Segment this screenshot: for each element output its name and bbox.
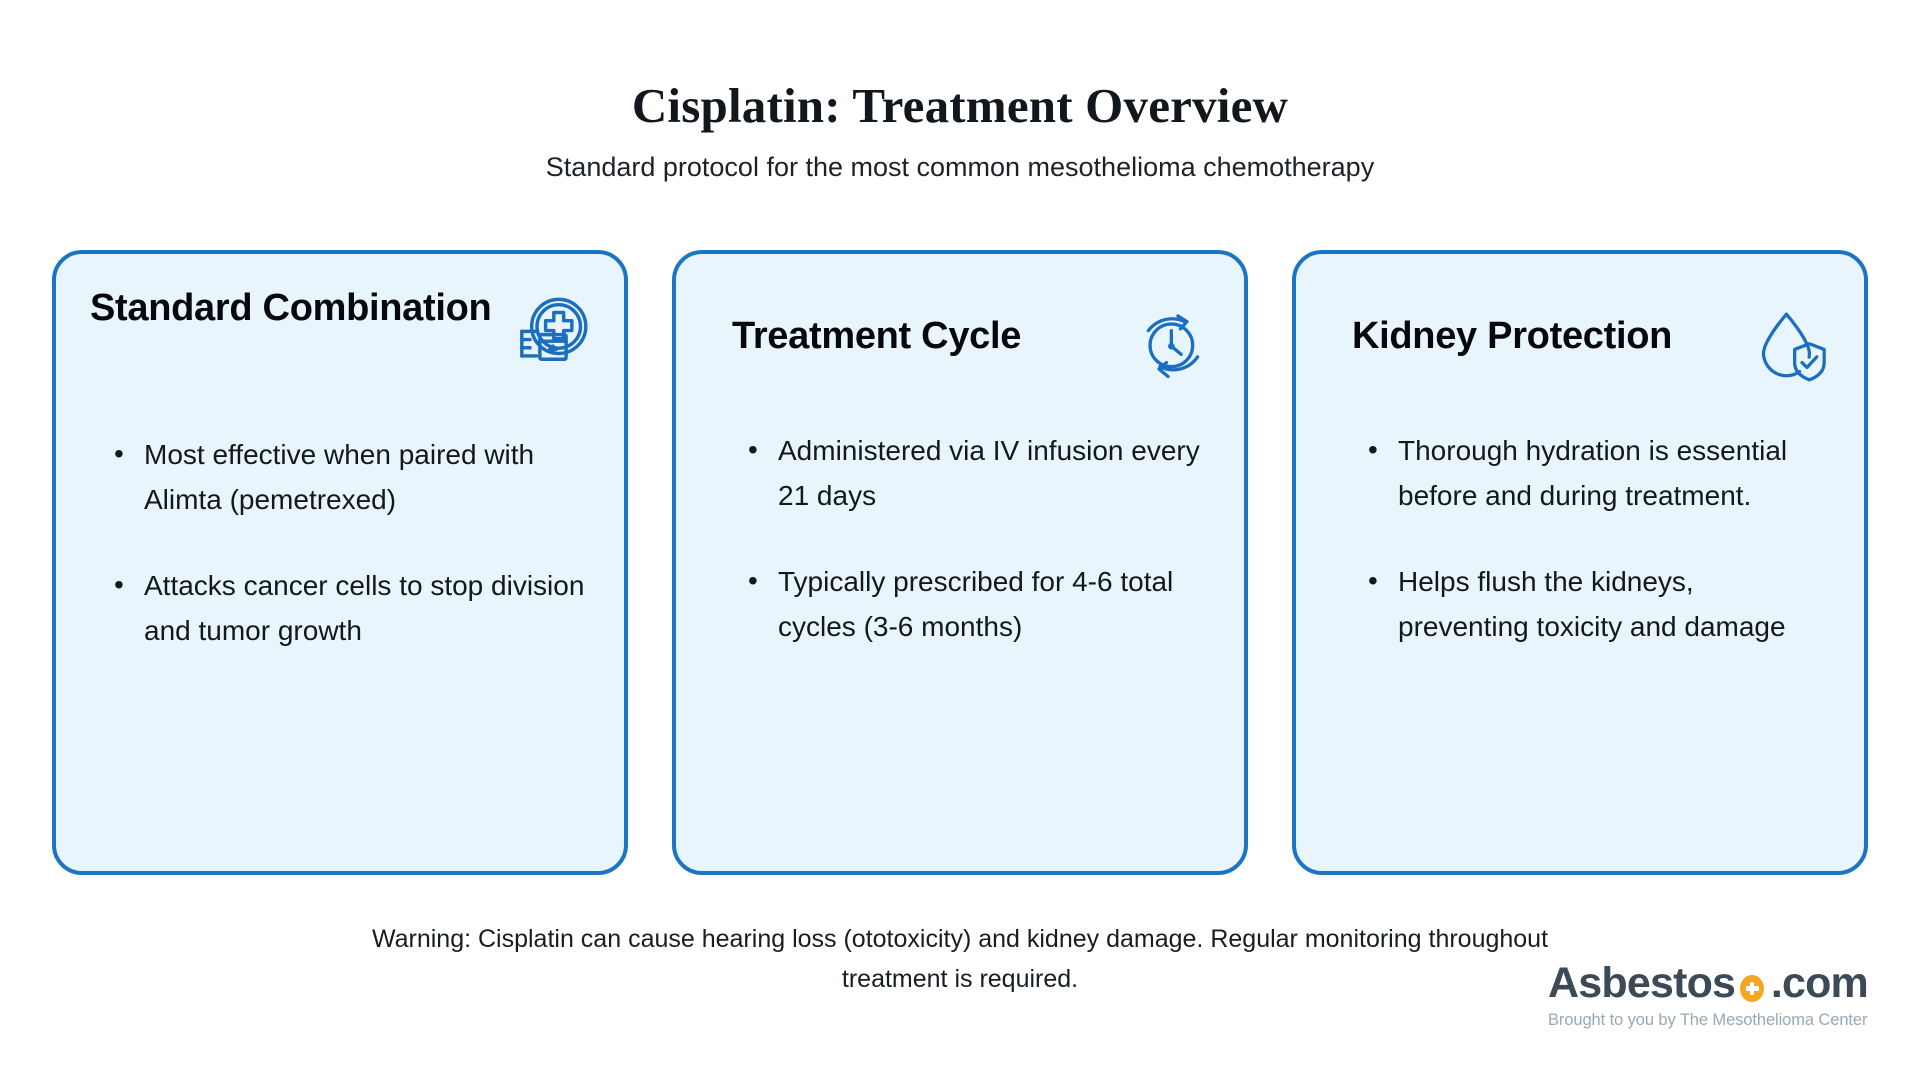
logo-tagline: Brought to you by The Mesothelioma Cente… bbox=[1548, 1011, 1868, 1029]
card-header: Kidney Protection bbox=[1330, 284, 1830, 402]
card-bullet-list: Thorough hydration is essential before a… bbox=[1330, 427, 1830, 650]
header: Cisplatin: Treatment Overview Standard p… bbox=[0, 0, 1920, 184]
card-bullet-list: Administered via IV infusion every 21 da… bbox=[710, 427, 1210, 650]
warning-note: Warning: Cisplatin can cause hearing los… bbox=[371, 925, 1549, 993]
list-item: Typically prescribed for 4-6 total cycle… bbox=[746, 558, 1210, 650]
list-item: Thorough hydration is essential before a… bbox=[1366, 427, 1830, 519]
list-item: Administered via IV infusion every 21 da… bbox=[746, 427, 1210, 519]
logo-suffix: .com bbox=[1770, 959, 1869, 1007]
card-title: Treatment Cycle bbox=[732, 315, 1022, 357]
card-treatment-cycle: Treatment Cycle Administered via IV infu… bbox=[672, 250, 1248, 875]
card-title: Kidney Protection bbox=[1352, 315, 1673, 357]
clock-cycle-icon bbox=[1132, 306, 1214, 388]
page-subtitle: Standard protocol for the most common me… bbox=[545, 152, 1375, 183]
card-header: Treatment Cycle bbox=[710, 284, 1210, 402]
logo-wordmark: Asbestos .com bbox=[1548, 959, 1869, 1007]
list-item: Helps flush the kidneys, preventing toxi… bbox=[1366, 558, 1830, 650]
medical-cross-circle-icon bbox=[512, 292, 594, 374]
page-title: Cisplatin: Treatment Overview bbox=[631, 78, 1289, 133]
logo-brand: Asbestos bbox=[1548, 959, 1736, 1007]
list-item: Attacks cancer cells to stop division an… bbox=[112, 562, 590, 654]
list-item: Most effective when paired with Alimta (… bbox=[112, 431, 590, 523]
card-title: Standard Combination bbox=[90, 287, 492, 329]
plus-badge-icon bbox=[1740, 975, 1764, 1002]
card-header: Standard Combination bbox=[90, 284, 590, 402]
card-kidney-protection: Kidney Protection Thorough hydration is … bbox=[1292, 250, 1868, 875]
card-standard-combination: Standard Combination Most effectiv bbox=[52, 250, 628, 875]
card-bullet-list: Most effective when paired with Alimta (… bbox=[90, 431, 590, 654]
water-drop-shield-check-icon bbox=[1752, 306, 1834, 388]
cards-row: Standard Combination Most effectiv bbox=[52, 250, 1868, 875]
asbestos-dot-com-logo: Asbestos .com Brought to you by The Meso… bbox=[1548, 959, 1869, 1030]
